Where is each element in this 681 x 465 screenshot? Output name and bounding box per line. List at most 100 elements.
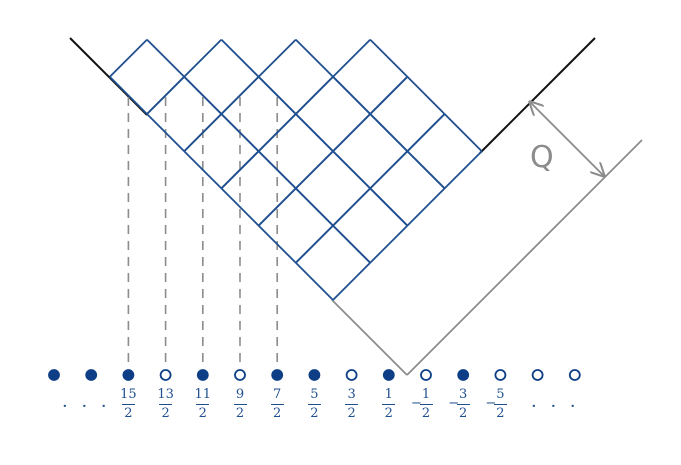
grid-edge <box>332 113 371 152</box>
grid-edge <box>183 113 223 152</box>
grid-edge <box>369 224 409 264</box>
left-ellipsis: · · · <box>62 396 111 417</box>
right-ellipsis: · · · <box>531 396 580 417</box>
grid-edge <box>369 38 409 78</box>
filled-site <box>122 369 135 381</box>
grid-edge <box>257 76 297 115</box>
fraction-bar <box>382 404 396 405</box>
empty-site <box>568 369 581 381</box>
label-numerator: 1 <box>384 387 393 402</box>
grid-edge <box>332 224 371 264</box>
filled-site <box>196 369 209 381</box>
label-numerator: 11 <box>194 387 212 402</box>
grid-edge <box>406 150 446 190</box>
grid-edge <box>332 187 371 227</box>
half-integer-label: −3 2 <box>446 388 480 421</box>
young-diagram-grid <box>109 38 483 301</box>
label-sign: − <box>485 396 497 411</box>
label-denominator: 2 <box>273 406 282 421</box>
empty-site <box>159 369 172 381</box>
grid-edge <box>406 187 446 227</box>
filled-site <box>382 369 395 381</box>
empty-site <box>420 369 432 381</box>
grid-edge <box>146 113 185 152</box>
grid-edge <box>109 76 148 115</box>
label-numerator: 13 <box>157 387 174 402</box>
grid-edge <box>220 187 260 227</box>
grid-edge <box>332 76 371 115</box>
grid-edge <box>257 113 297 152</box>
grid-edge <box>369 113 409 152</box>
label-denominator: 2 <box>384 406 393 421</box>
filled-site <box>271 369 284 381</box>
grid-edge <box>406 76 446 115</box>
label-denominator: 2 <box>161 406 170 421</box>
label-numerator: 15 <box>120 387 137 402</box>
label-denominator: 2 <box>124 406 133 421</box>
grid-edge <box>295 113 334 152</box>
fraction-bar <box>159 404 173 405</box>
label-numerator: 3 <box>347 387 356 402</box>
empty-site <box>531 369 544 381</box>
grid-edge <box>443 113 483 152</box>
fraction-bar <box>121 404 135 405</box>
empty-site <box>345 369 358 381</box>
label-sign: − <box>411 396 422 411</box>
right-boundary-line <box>479 37 596 154</box>
grid-edge <box>220 113 260 152</box>
filled-site <box>308 369 321 381</box>
gray-right-line <box>406 139 643 376</box>
fraction-bar <box>307 404 321 405</box>
grid-edge <box>295 76 334 115</box>
grid-edge <box>257 38 297 78</box>
grid-edge <box>146 76 185 115</box>
grid-edge <box>109 38 148 78</box>
grid-edge <box>257 150 297 190</box>
filled-site <box>48 369 60 381</box>
label-denominator: 2 <box>347 406 356 421</box>
label-sign: − <box>448 396 460 411</box>
label-numerator: 1 <box>421 387 431 402</box>
grid-edge <box>406 113 446 152</box>
grid-edge <box>369 150 409 190</box>
grid-edge <box>220 76 260 115</box>
fraction-bar <box>270 404 284 405</box>
grid-edge <box>295 224 334 264</box>
grid-edge <box>220 38 260 78</box>
q-label: Q <box>530 140 554 175</box>
label-numerator: 3 <box>459 387 468 402</box>
filled-site <box>85 369 98 381</box>
label-denominator: 2 <box>310 406 319 421</box>
grid-edge <box>220 150 260 190</box>
grid-edge <box>443 150 483 190</box>
grid-edge <box>183 150 223 190</box>
grid-edge <box>183 38 223 78</box>
empty-site <box>234 369 246 381</box>
gray-left-line <box>331 299 408 376</box>
grid-edge <box>332 150 371 190</box>
fraction-bar <box>345 404 359 405</box>
grid-edge <box>332 262 371 301</box>
grid-edge <box>369 76 409 115</box>
label-numerator: 5 <box>496 387 505 402</box>
grid-edge <box>369 187 409 227</box>
label-numerator: 9 <box>235 387 245 402</box>
fraction-bar <box>493 404 507 405</box>
label-denominator: 2 <box>459 406 468 421</box>
grid-edge <box>295 150 334 190</box>
grid-edge <box>257 187 297 227</box>
grid-edge <box>295 262 334 301</box>
fraction-bar <box>233 404 247 405</box>
label-numerator: 5 <box>310 387 319 402</box>
empty-site <box>494 369 507 381</box>
label-denominator: 2 <box>496 406 505 421</box>
